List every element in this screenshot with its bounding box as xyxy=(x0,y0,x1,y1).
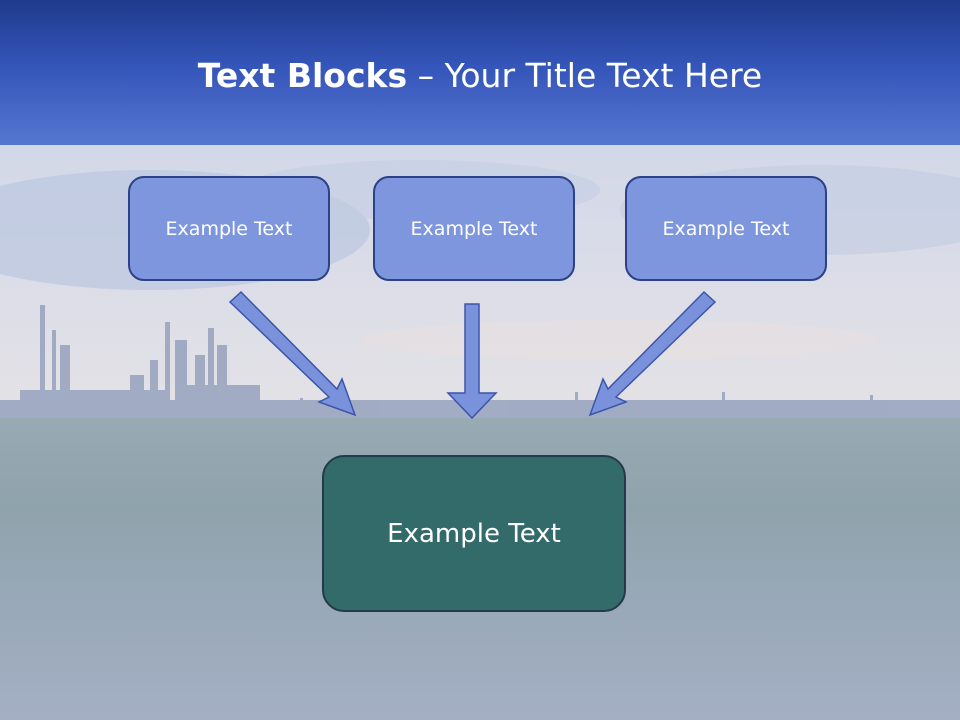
text-block-1-label: Example Text xyxy=(165,217,293,240)
target-text-block-label: Example Text xyxy=(387,518,561,549)
slide-title: Text Blocks – Your Title Text Here xyxy=(0,54,960,98)
text-block-2-label: Example Text xyxy=(410,217,538,240)
text-block-2[interactable]: Example Text xyxy=(373,176,575,281)
text-block-3[interactable]: Example Text xyxy=(625,176,827,281)
arrow-center xyxy=(446,303,498,420)
arrow-left xyxy=(228,290,357,417)
title-bar: Text Blocks – Your Title Text Here xyxy=(0,0,960,145)
arrow-right xyxy=(588,290,717,417)
target-text-block[interactable]: Example Text xyxy=(322,455,626,612)
text-block-1[interactable]: Example Text xyxy=(128,176,330,281)
title-regular-part: – Your Title Text Here xyxy=(407,56,763,95)
text-block-3-label: Example Text xyxy=(662,217,790,240)
title-bold-part: Text Blocks xyxy=(197,56,408,95)
